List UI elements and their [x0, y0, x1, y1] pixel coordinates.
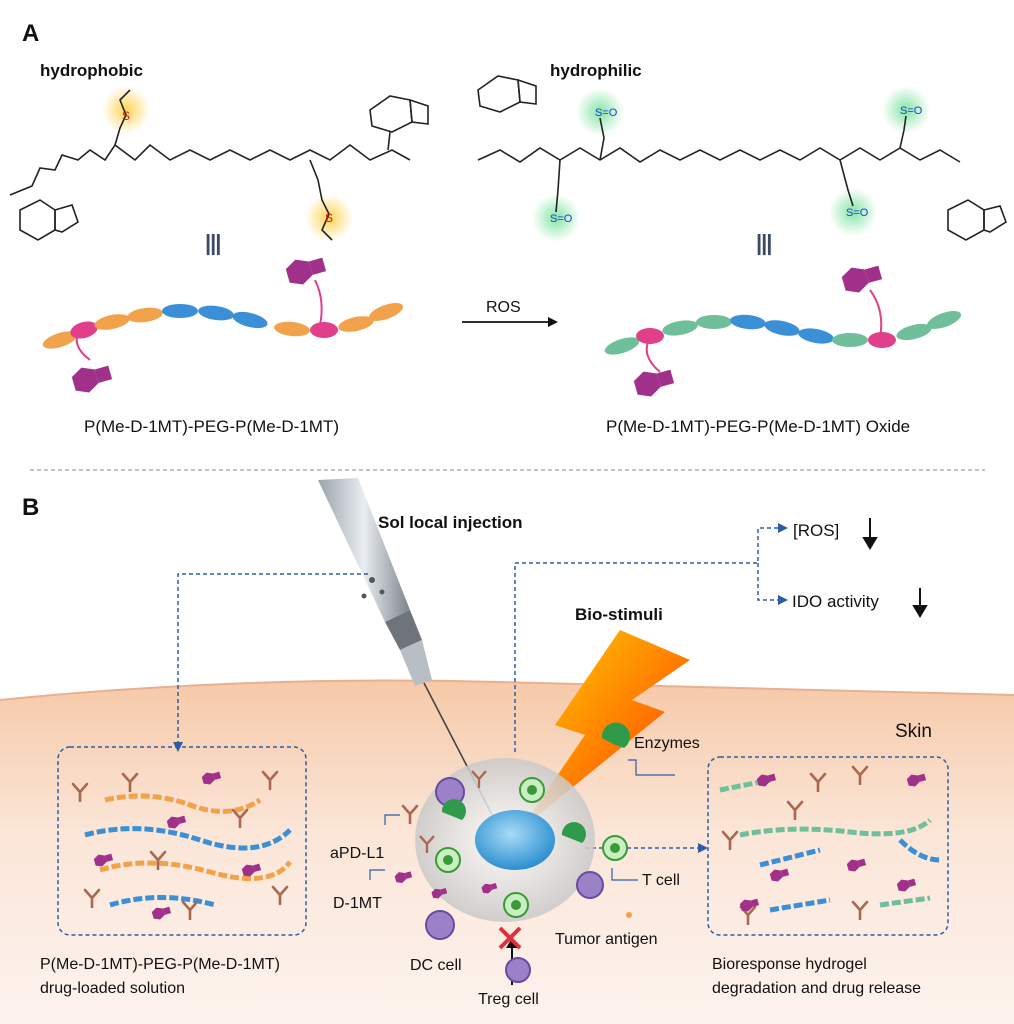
- blocked-mark: [498, 926, 522, 950]
- sulfone-group-1: S=O: [595, 107, 618, 119]
- decrease-arrows: [862, 518, 928, 618]
- panel-a-label: A: [22, 20, 40, 47]
- equivalence-mark-right: |||: [756, 230, 773, 255]
- t-cell-label: T cell: [642, 872, 680, 889]
- drug-solution-box: [57, 746, 307, 936]
- hydrophobic-title: hydrophobic: [40, 61, 143, 80]
- sulfoxide-group-2: S=O: [900, 105, 923, 117]
- injection-label: Sol local injection: [378, 513, 523, 532]
- dc-cell-label: DC cell: [410, 957, 462, 974]
- enzyme-icon: [601, 722, 630, 748]
- left-box-caption-2: drug-loaded solution: [40, 980, 185, 997]
- equivalence-mark-left: |||: [205, 230, 222, 255]
- sulfone-group-2: S=O: [846, 207, 869, 219]
- hydrophilic-structure: [477, 75, 1007, 242]
- right-polymer-caption: P(Me-D-1MT)-PEG-P(Me-D-1MT) Oxide: [606, 417, 911, 436]
- legend-leaders: [369, 759, 675, 881]
- ros-arrow-label: ROS: [486, 299, 521, 316]
- polymer-chain-hydrophobic: [42, 257, 404, 393]
- flow-arrows: [177, 527, 780, 849]
- tumor-antigen-label: Tumor antigen: [555, 931, 658, 948]
- panel-b-label: B: [22, 494, 40, 521]
- sulfoxide-group-1: S=O: [550, 213, 573, 225]
- skin-label: Skin: [895, 721, 932, 742]
- syringe: [318, 478, 501, 831]
- ido-effect-label: IDO activity: [792, 592, 879, 611]
- bio-stimuli-label: Bio-stimuli: [575, 605, 663, 624]
- enzymes-label: Enzymes: [634, 735, 700, 752]
- hydrophobic-structure: [9, 86, 429, 242]
- right-box-caption-1: Bioresponse hydrogel: [712, 956, 867, 973]
- tumor-site: [415, 758, 628, 940]
- right-box-caption-2: degradation and drug release: [712, 980, 922, 997]
- ros-effect-label: [ROS]: [793, 521, 840, 540]
- release-box: [707, 756, 949, 936]
- hydrophilic-title: hydrophilic: [550, 61, 642, 80]
- sulfur-atom-2: S: [325, 211, 333, 225]
- treg-cell-icon: [505, 957, 531, 983]
- drug-solution-contents: [71, 770, 293, 920]
- sulfur-atom-1: S: [122, 109, 130, 123]
- left-polymer-caption: P(Me-D-1MT)-PEG-P(Me-D-1MT): [84, 417, 339, 436]
- treg-cell-label: Treg cell: [478, 991, 539, 1008]
- d1mt-label: D-1MT: [333, 895, 382, 912]
- polymer-chain-hydrophilic: [604, 265, 962, 397]
- left-box-caption-1: P(Me-D-1MT)-PEG-P(Me-D-1MT): [40, 956, 280, 973]
- apdl1-label: aPD-L1: [330, 845, 385, 862]
- release-contents: [719, 765, 941, 925]
